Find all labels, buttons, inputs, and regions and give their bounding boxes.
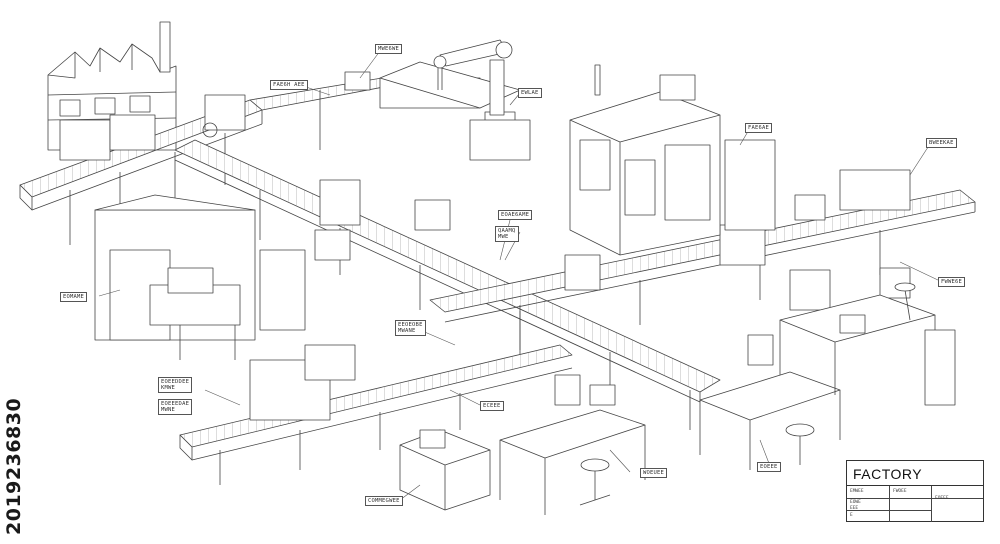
workstation-desk-far-right <box>779 282 956 406</box>
label-callout-5: BWEEKAE <box>926 138 957 148</box>
label-callout-15: EOEEE <box>757 462 781 472</box>
equipment-boxes <box>399 194 911 511</box>
robot-arm <box>433 39 531 161</box>
label-callout-13: ECEEE <box>480 401 504 411</box>
label-callout-3: EWLAE <box>518 88 542 98</box>
workstation-desk-center <box>499 374 646 515</box>
label-callout-4: FAE6AE <box>745 123 773 133</box>
label-leader-lines <box>98 50 941 501</box>
label-callout-16: COMMEGWEE <box>365 496 403 506</box>
title-block-cell: EMWEE <box>850 489 864 494</box>
cnc-machine <box>569 64 776 256</box>
stock-watermark-id: 2019236830 <box>3 285 29 535</box>
conveyor-lower-left <box>179 344 573 485</box>
title-block-cell: EEE <box>850 506 859 511</box>
label-callout-14: WOEUEE <box>640 468 668 478</box>
conveyor-central-diagonal <box>174 139 721 430</box>
title-block-cell: FWOEE <box>893 489 907 494</box>
label-callout-10: EEOEOBE MWANE <box>395 320 426 336</box>
title-block-cell: E <box>850 513 853 518</box>
label-callout-12: EOEEEDAE MWNE <box>158 399 193 415</box>
conveyor-top-middle <box>249 61 521 150</box>
title-block-grid: EMWEE FWOEE EOWE EEE EOEEE E <box>847 485 983 522</box>
workstation-desk-right <box>699 334 841 470</box>
label-callout-11: EOEEDDEE KMWE <box>158 377 193 393</box>
stock-id-text: 2019236830 <box>3 397 25 535</box>
label-callout-7: QAAMQ MWE <box>495 226 519 242</box>
title-block-cell: EOWE <box>850 500 861 505</box>
label-callout-8: EOMAME <box>60 292 88 302</box>
title-block-heading: FACTORY <box>853 466 923 482</box>
machine-housing-left <box>94 194 306 360</box>
drawing-title-block: FACTORY EMWEE FWOEE EOWE EEE EOEEE E <box>846 460 984 522</box>
label-callout-6: FWWE6E <box>938 277 966 287</box>
label-callout-2: FAE6H AEE <box>270 80 308 90</box>
label-callout-9: EOAE6AME <box>498 210 533 220</box>
label-callout-1: MWE6WE <box>375 44 403 54</box>
conveyor-top-left <box>19 94 263 245</box>
title-block-cell: EOEEE <box>935 496 949 501</box>
